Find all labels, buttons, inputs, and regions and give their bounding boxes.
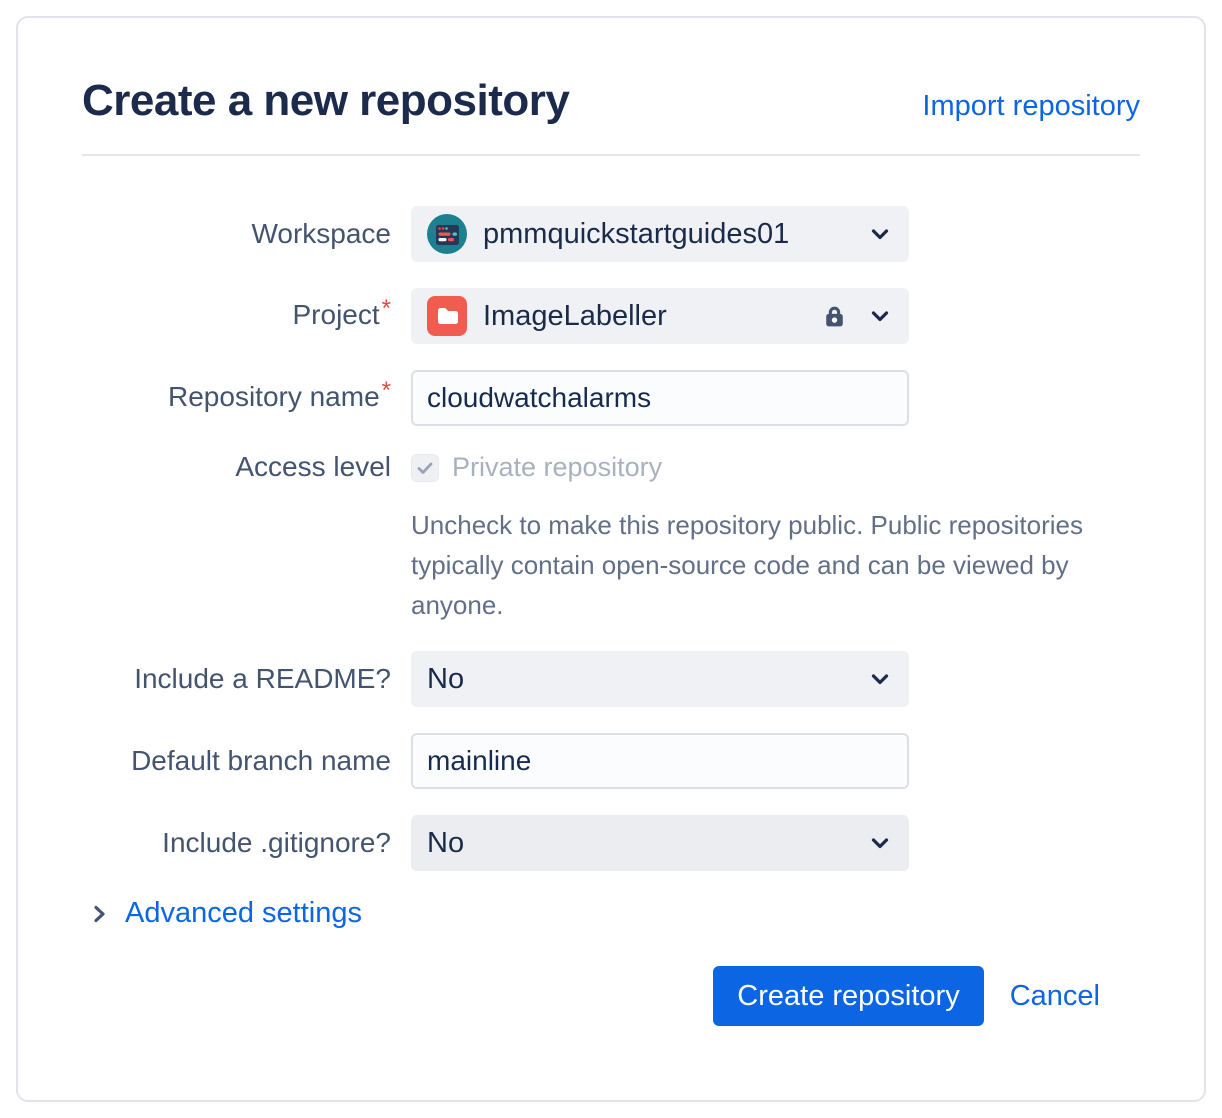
create-repository-form: Workspace pmmquickstartguides01 [82, 206, 1140, 1026]
cancel-button[interactable]: Cancel [1009, 979, 1100, 1012]
workspace-avatar [427, 214, 467, 254]
chevron-down-icon [871, 838, 889, 849]
project-label: Project* [292, 295, 392, 330]
chevron-down-icon [871, 229, 889, 240]
header-divider [82, 154, 1140, 156]
check-icon [417, 462, 433, 474]
chevron-down-icon [871, 311, 889, 322]
import-repository-link[interactable]: Import repository [922, 90, 1140, 122]
project-row: Project* ImageLabeller [82, 288, 1140, 344]
workspace-value: pmmquickstartguides01 [483, 217, 790, 250]
dialog-header: Create a new repository Import repositor… [82, 76, 1140, 126]
chevron-down-icon [871, 674, 889, 685]
required-marker: * [381, 377, 391, 404]
include-readme-label: Include a README? [134, 663, 391, 694]
include-gitignore-select[interactable]: No [411, 815, 909, 871]
access-level-label: Access level [235, 451, 391, 482]
create-repository-button[interactable]: Create repository [713, 966, 984, 1026]
lock-icon [826, 306, 843, 326]
workspace-select[interactable]: pmmquickstartguides01 [411, 206, 909, 262]
advanced-settings-label: Advanced settings [125, 897, 362, 929]
private-repository-checkbox[interactable] [411, 453, 439, 482]
private-repository-label: Private repository [452, 452, 663, 482]
project-folder-icon [427, 296, 467, 336]
default-branch-row: Default branch name [82, 733, 1140, 789]
include-gitignore-row: Include .gitignore? No [82, 815, 1140, 871]
workspace-label: Workspace [251, 218, 391, 249]
private-repository-checkline: Private repository [411, 452, 909, 483]
repository-name-row: Repository name* [82, 370, 1140, 426]
page-title: Create a new repository [82, 76, 570, 125]
access-level-row: Access level Private repository Uncheck … [82, 452, 1140, 625]
include-gitignore-label: Include .gitignore? [162, 827, 391, 858]
workspace-row: Workspace pmmquickstartguides01 [82, 206, 1140, 262]
chevron-right-icon [94, 905, 105, 922]
repository-name-input[interactable] [411, 370, 909, 426]
default-branch-input[interactable] [411, 733, 909, 789]
dialog-actions: Create repository Cancel [82, 966, 1140, 1026]
include-gitignore-value: No [427, 826, 465, 859]
default-branch-label: Default branch name [131, 745, 391, 776]
include-readme-value: No [427, 662, 465, 695]
include-readme-row: Include a README? No [82, 651, 1140, 707]
advanced-settings-toggle[interactable]: Advanced settings [88, 897, 362, 930]
include-readme-select[interactable]: No [411, 651, 909, 707]
project-select[interactable]: ImageLabeller [411, 288, 909, 344]
repository-name-label: Repository name* [168, 377, 391, 412]
project-value: ImageLabeller [483, 299, 667, 332]
create-repository-dialog: Create a new repository Import repositor… [16, 16, 1206, 1102]
required-marker: * [381, 295, 391, 322]
access-level-control: Private repository Uncheck to make this … [411, 452, 1083, 625]
access-level-help-text: Uncheck to make this repository public. … [411, 510, 1083, 620]
